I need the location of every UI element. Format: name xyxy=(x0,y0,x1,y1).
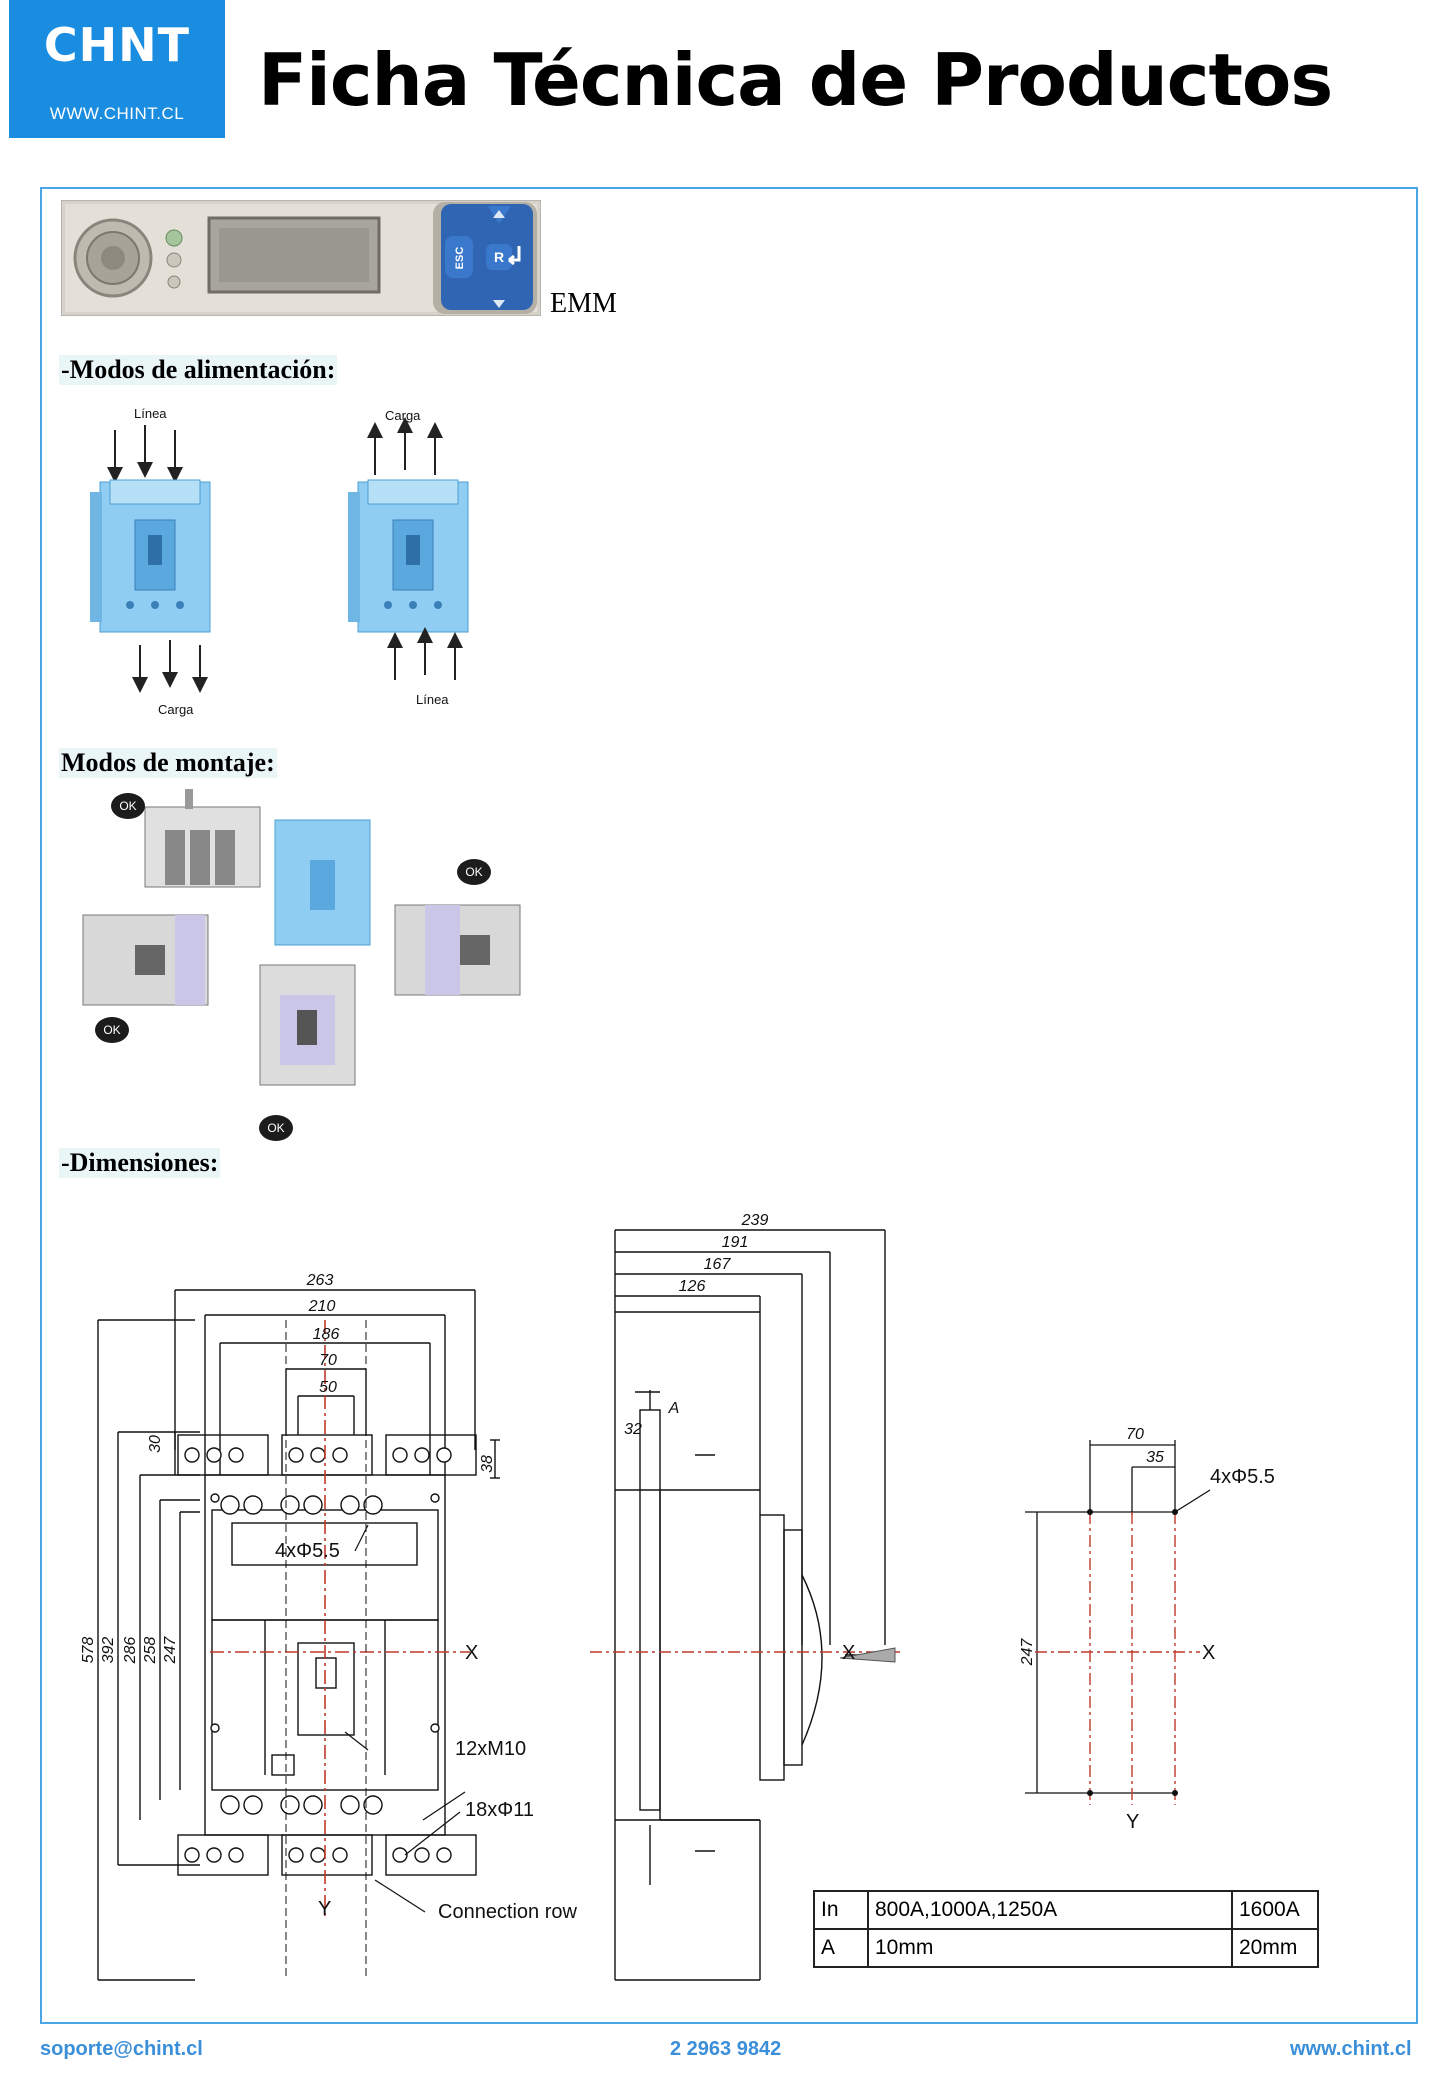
dim-578: 578 xyxy=(80,1637,97,1664)
right-bottom-label: Línea xyxy=(416,692,449,707)
dim-239: 239 xyxy=(741,1212,769,1229)
dimension-drawing: 263 210 186 70 50 578 392 286 258 247 30… xyxy=(80,1212,1190,1981)
dim-186: 186 xyxy=(313,1326,340,1343)
table-cell: 1600A xyxy=(1231,1890,1319,1930)
mount-axis-x: X xyxy=(1202,1642,1215,1664)
esc-key: ESC xyxy=(454,247,466,270)
spec-table: In 800A,1000A,1250A 1600A A 10mm 20mm xyxy=(813,1890,1319,1968)
section-montaje: Modos de montaje: xyxy=(59,748,277,778)
section-dimensiones: -Dimensiones: xyxy=(59,1148,221,1178)
left-top-label: Línea xyxy=(134,406,167,421)
front-axis-y: Y xyxy=(318,1898,331,1920)
r-key: R xyxy=(494,249,504,265)
right-top-label: Carga xyxy=(385,408,421,423)
dim-191: 191 xyxy=(722,1234,749,1251)
dim-210: 210 xyxy=(308,1298,336,1315)
side-axis-x: X xyxy=(842,1642,855,1664)
front-holes-label: 4xΦ5.5 xyxy=(275,1540,340,1562)
breaker-right xyxy=(348,479,469,633)
table-cell: A xyxy=(813,1928,869,1968)
dim-247: 247 xyxy=(162,1636,179,1665)
connection-row-label: Connection row xyxy=(438,1901,578,1923)
dim-167: 167 xyxy=(704,1256,732,1273)
power-modes-diagram: Línea Carga Carga Línea xyxy=(90,406,469,717)
table-cell: 800A,1000A,1250A xyxy=(867,1890,1233,1930)
footer-web[interactable]: www.chint.cl xyxy=(1290,2038,1412,2060)
mount-dim-70: 70 xyxy=(1126,1426,1144,1443)
dim-32: 32 xyxy=(624,1421,642,1438)
table-cell: 20mm xyxy=(1231,1928,1319,1968)
mount-horizontal-grey xyxy=(144,789,261,888)
table-cell: In xyxy=(813,1890,869,1930)
table-cell: 10mm xyxy=(867,1928,1233,1968)
ok-badge-1: OK xyxy=(111,793,145,819)
logo-web: WWW.CHINT.CL xyxy=(49,104,185,123)
mount-bottom-grey xyxy=(259,964,356,1086)
mount-axis-y: Y xyxy=(1126,1811,1139,1833)
content-frame xyxy=(40,187,1418,2024)
mount-dim-247: 247 xyxy=(1019,1638,1036,1667)
mount-vertical-blue xyxy=(274,819,371,946)
dim-50: 50 xyxy=(319,1379,337,1396)
footer-email[interactable]: soporte@chint.cl xyxy=(40,2038,203,2060)
mounting-hole-pattern: 70 35 4xΦ5.5 247 X Y xyxy=(1015,1415,1315,1845)
emm-label: EMM xyxy=(550,288,617,319)
footer-phone: 2 2963 9842 xyxy=(670,2038,782,2060)
page-title: Ficha Técnica de Productos xyxy=(258,38,1333,122)
breaker-left xyxy=(90,479,211,633)
dim-286: 286 xyxy=(122,1637,139,1665)
mount-holes-label: 4xΦ5.5 xyxy=(1210,1466,1275,1488)
dim-392: 392 xyxy=(100,1637,117,1664)
dim-70: 70 xyxy=(319,1352,337,1369)
ok-badge-3: OK xyxy=(95,1017,129,1043)
dim-258: 258 xyxy=(142,1637,159,1665)
dim-30: 30 xyxy=(147,1435,164,1453)
mount-dim-35: 35 xyxy=(1146,1449,1164,1466)
dim-38: 38 xyxy=(479,1455,496,1473)
table-row: A 10mm 20mm xyxy=(813,1928,1319,1968)
section-alimentacion: -Modos de alimentación: xyxy=(59,355,338,385)
logo-brand: CHNT xyxy=(43,18,191,72)
chint-logo: CHNT WWW.CHINT.CL xyxy=(9,0,225,138)
ok-badge-2: OK xyxy=(457,859,491,885)
table-row: In 800A,1000A,1250A 1600A xyxy=(813,1890,1319,1930)
screws-label: 12xM10 xyxy=(455,1738,526,1760)
mount-right-grey xyxy=(394,904,521,996)
left-bottom-label: Carga xyxy=(158,702,194,717)
dim-126: 126 xyxy=(679,1278,706,1295)
bores-label: 18xΦ11 xyxy=(465,1799,534,1821)
dim-263: 263 xyxy=(306,1272,334,1289)
front-axis-x: X xyxy=(465,1642,478,1664)
dim-a: A xyxy=(668,1400,680,1417)
mounting-modes-diagram xyxy=(82,789,521,1086)
emm-module-image: ESC R xyxy=(61,200,541,316)
ok-badge-4: OK xyxy=(259,1115,293,1141)
mount-left-grey xyxy=(82,914,209,1006)
